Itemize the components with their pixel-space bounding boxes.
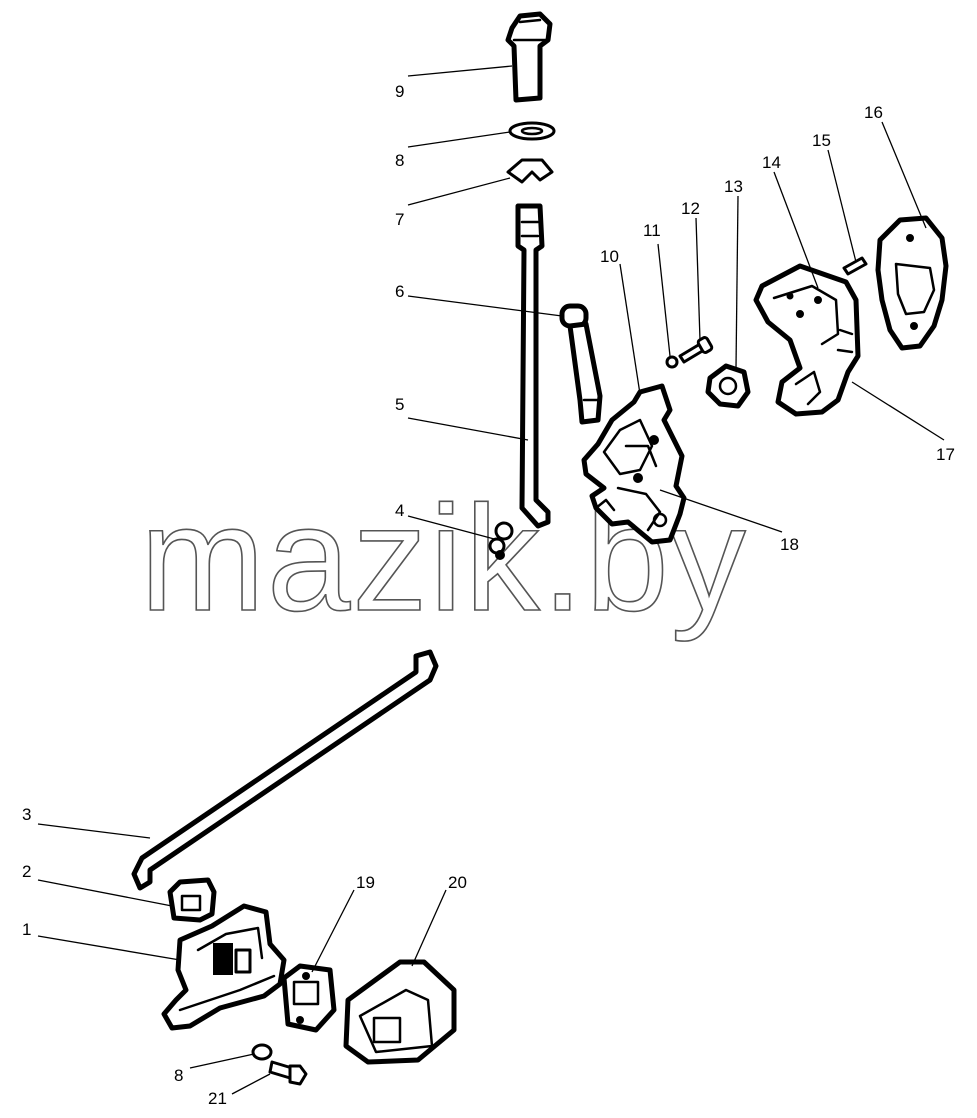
callout-14: 14 [762, 153, 781, 172]
part-21-bolt [268, 1060, 308, 1086]
part-9-lock-knob [505, 11, 553, 103]
callout-12: 12 [681, 199, 700, 218]
part-16-escutcheon [875, 215, 949, 351]
callout-11: 11 [643, 221, 661, 240]
part-10-lock-mechanism [581, 383, 687, 545]
callout-21: 21 [208, 1089, 227, 1108]
callout-1: 1 [22, 920, 31, 939]
callout-3: 3 [22, 805, 31, 824]
part-14-inner-handle [753, 263, 861, 417]
callout-16: 16 [864, 103, 883, 122]
part-1-outer-handle [161, 903, 287, 1031]
part-19-gasket [281, 963, 337, 1033]
callout-7: 7 [395, 210, 404, 229]
callout-17: 17 [936, 445, 955, 464]
callout-20: 20 [448, 873, 467, 892]
part-7-clip [506, 158, 554, 184]
part-12-screw [678, 336, 714, 364]
callout-18: 18 [780, 535, 799, 554]
part-5-vertical-rod [515, 203, 551, 529]
part-13-bushing [705, 363, 751, 409]
part-20-cover [343, 959, 457, 1065]
callout-15: 15 [812, 131, 831, 150]
part-8-washer-lower [251, 1043, 273, 1061]
callout-19: 19 [356, 873, 375, 892]
callout-4: 4 [395, 501, 404, 520]
callout-9: 9 [395, 82, 404, 101]
part-8-washer [508, 121, 556, 141]
callout-8: 8 [395, 151, 404, 170]
callout-8-lower: 8 [174, 1066, 183, 1085]
callout-5: 5 [395, 395, 404, 414]
part-3-long-rod [131, 649, 439, 891]
callout-6: 6 [395, 282, 404, 301]
part-4-clip [488, 521, 514, 560]
leader-lines [37, 65, 945, 1095]
callout-10: 10 [600, 247, 619, 266]
part-6-link-rod [559, 303, 603, 425]
part-2-bushing [167, 877, 217, 923]
part-11-nut [665, 355, 679, 369]
callout-13: 13 [724, 177, 743, 196]
callout-2: 2 [22, 862, 31, 881]
